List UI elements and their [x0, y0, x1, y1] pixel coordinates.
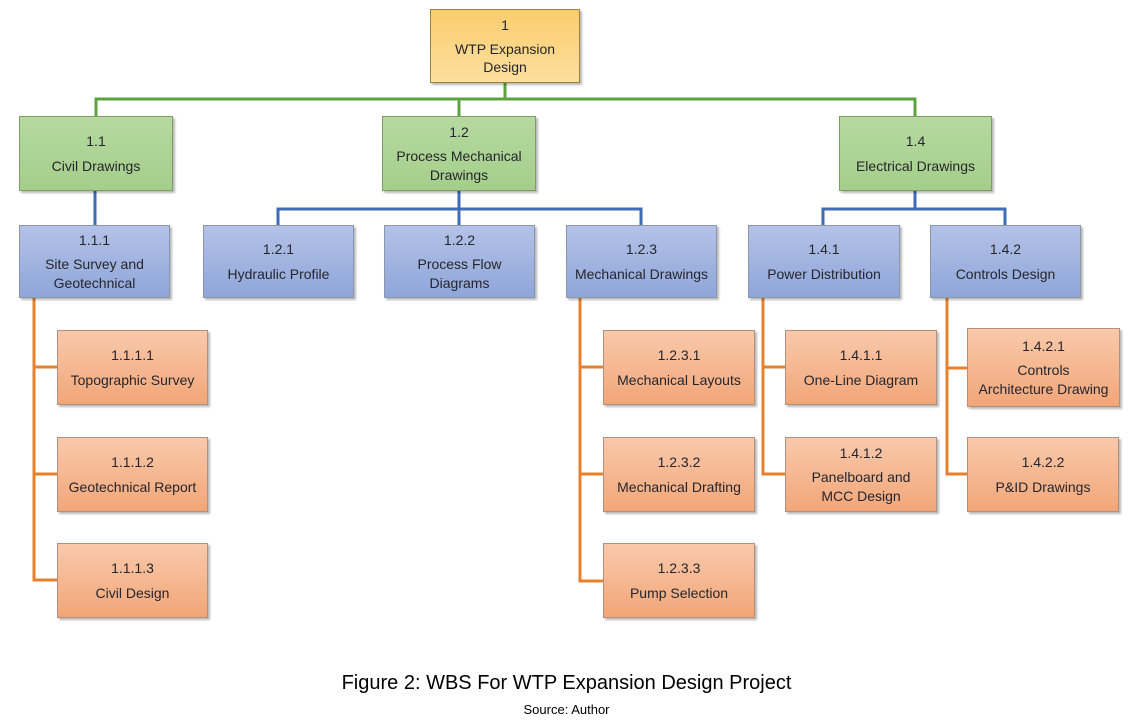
wbs-node-title: Controls Design [955, 265, 1056, 282]
wbs-node-code: 1.2 [449, 124, 469, 141]
connector-blue-1-2 [276, 207, 643, 225]
wbs-node-code: 1.4.2.1 [1022, 338, 1065, 355]
wbs-node-code: 1.4.1.2 [839, 445, 883, 462]
connector-blue-1-4 [821, 207, 1007, 225]
connector-green-root [94, 97, 917, 116]
wbs-node-code: 1.1.1.1 [111, 347, 154, 364]
wbs-node-title: One-Line Diagram [803, 371, 919, 388]
connector-orange-1-2-3 [578, 298, 603, 583]
wbs-node-code: 1.4 [905, 133, 926, 150]
wbs-node-code: 1.1.1.3 [111, 560, 154, 577]
wbs-node-code: 1.1.1.2 [111, 454, 154, 471]
wbs-node-code: 1.2.2 [443, 232, 476, 249]
wbs-node-code: 1 [501, 16, 509, 33]
wbs-node-code: 1.1.1 [78, 232, 111, 249]
wbs-node-title: Hydraulic Profile [227, 265, 330, 282]
wbs-node-title: P&ID Drawings [995, 478, 1091, 495]
wbs-node-code: 1.1 [86, 133, 106, 150]
wbs-node-code: 1.2.3.2 [657, 454, 701, 471]
wbs-node-title: Process Flow Diagrams [417, 256, 502, 291]
wbs-node-code: 1.2.3 [625, 241, 658, 258]
wbs-node-code: 1.4.1 [808, 241, 840, 258]
wbs-node-title: Electrical Drawings [855, 157, 976, 174]
wbs-node-code: 1.4.1.1 [839, 347, 883, 364]
wbs-node-title: Site Survey and Geotechnical [45, 256, 144, 291]
connector-orange-1-4-1 [761, 298, 785, 476]
wbs-node-code: 1.4.2 [989, 241, 1022, 258]
connector-orange-1-4-2 [945, 298, 967, 476]
wbs-node-title: Mechanical Layouts [617, 371, 741, 388]
wbs-node-title: Pump Selection [629, 584, 729, 601]
wbs-node-title: Mechanical Drawings [574, 265, 709, 282]
wbs-node-title: Geotechnical Report [68, 478, 197, 495]
wbs-node-title: Power Distribution [767, 265, 881, 282]
wbs-node-title: Panelboard and MCC Design [811, 469, 911, 504]
wbs-node-title: WTP Expansion Design [454, 40, 556, 76]
wbs-node-code: 1.4.2.2 [1021, 454, 1065, 471]
figure-source: Source: Author [523, 702, 610, 717]
figure-caption: Figure 2: WBS For WTP Expansion Design P… [341, 672, 792, 694]
wbs-node-code: 1.2.3.3 [657, 560, 701, 577]
wbs-node-code: 1.2.3.1 [657, 347, 701, 364]
wbs-node-title: Civil Design [95, 584, 170, 601]
wbs-node-title: Process Mechanical Drawings [396, 148, 522, 183]
connector-orange-1-1-1 [32, 298, 57, 582]
wbs-node-code: 1.2.1 [262, 241, 295, 258]
wbs-node-title: Civil Drawings [51, 157, 141, 174]
wbs-node-title: Mechanical Drafting [617, 478, 741, 495]
wbs-node-title: Topographic Survey [70, 371, 195, 388]
wbs-node-title: Controls Architecture Drawing [978, 362, 1109, 397]
